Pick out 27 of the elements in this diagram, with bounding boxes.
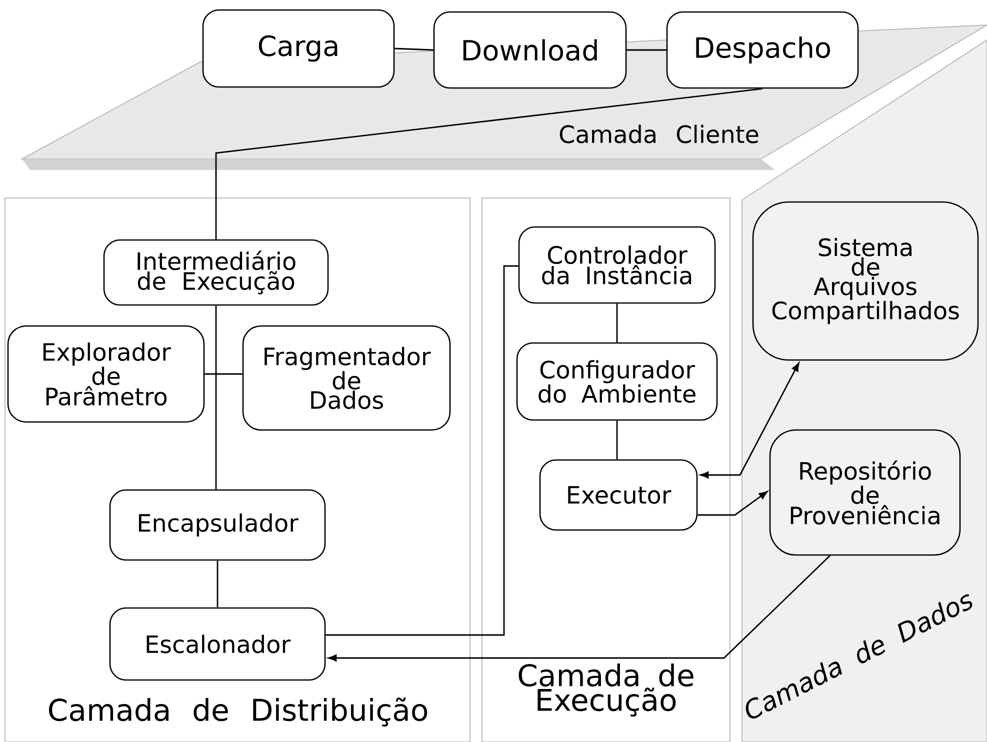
connector-line bbox=[215, 306, 217, 490]
arrow bbox=[698, 491, 768, 516]
connector-line bbox=[616, 304, 618, 342]
connector-line bbox=[394, 48, 434, 51]
arrow bbox=[328, 555, 830, 662]
process-box: Carga bbox=[202, 9, 395, 88]
connector-line bbox=[216, 560, 218, 608]
process-box: Fragmentador de Dados bbox=[242, 325, 451, 431]
connector-line bbox=[326, 265, 518, 636]
process-box: Controlador da Instância bbox=[518, 226, 716, 304]
process-box: Download bbox=[433, 11, 627, 89]
storage-box: Sistema de Arquivos Compartilhados bbox=[752, 201, 979, 361]
layer-label: Camada de Execução bbox=[518, 663, 694, 717]
storage-box: Repositório de Proveniência bbox=[769, 429, 961, 556]
process-box: Encapsulador bbox=[109, 489, 326, 561]
process-box: Intermediário de Execução bbox=[103, 239, 329, 306]
layer-label: Camada Cliente bbox=[560, 124, 758, 144]
connector-line bbox=[215, 88, 763, 240]
connector-line bbox=[626, 49, 666, 51]
process-box: Explorador de Parâmetro bbox=[7, 325, 205, 423]
connector-line bbox=[616, 420, 618, 460]
connector-line bbox=[204, 373, 242, 375]
process-box: Escalonador bbox=[109, 607, 326, 681]
arrow bbox=[700, 362, 800, 478]
process-box: Configurador do Ambiente bbox=[516, 342, 718, 421]
process-box: Despacho bbox=[666, 11, 859, 89]
process-box: Executor bbox=[539, 459, 698, 531]
